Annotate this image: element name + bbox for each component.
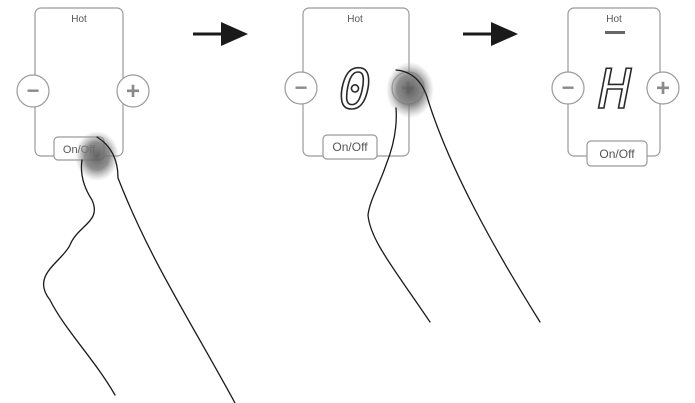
- seven-segment-display: 0: [339, 58, 372, 121]
- hand-icon: [367, 69, 541, 323]
- hand-icon: [42, 136, 236, 403]
- minus-button[interactable]: −: [551, 71, 585, 105]
- minus-button[interactable]: −: [16, 74, 50, 108]
- control-panel-step-3: Hot − + H On/Off: [551, 7, 680, 167]
- touch-point: [75, 131, 119, 181]
- panel-frame: [34, 7, 124, 157]
- hot-label: Hot: [606, 14, 622, 25]
- seven-segment-display: H: [598, 58, 632, 121]
- on-off-label: On/Off: [332, 140, 368, 154]
- plus-button[interactable]: +: [116, 74, 150, 108]
- plus-icon: +: [656, 75, 670, 102]
- minus-icon: −: [295, 75, 308, 100]
- on-off-button[interactable]: On/Off: [586, 140, 648, 167]
- control-panel-step-2: Hot − + 0 On/Off: [284, 7, 541, 323]
- control-panel-step-1: Hot − + On/Off: [16, 7, 236, 403]
- plus-button[interactable]: +: [646, 71, 680, 105]
- minus-icon: −: [562, 75, 575, 100]
- hot-label: Hot: [71, 14, 87, 25]
- hot-indicator: [605, 31, 625, 34]
- minus-icon: −: [27, 78, 40, 103]
- on-off-button[interactable]: On/Off: [322, 134, 378, 160]
- minus-button[interactable]: −: [284, 71, 318, 105]
- on-off-label: On/Off: [599, 147, 635, 161]
- touch-point: [386, 62, 434, 118]
- hot-label: Hot: [347, 14, 363, 25]
- plus-icon: +: [126, 78, 140, 105]
